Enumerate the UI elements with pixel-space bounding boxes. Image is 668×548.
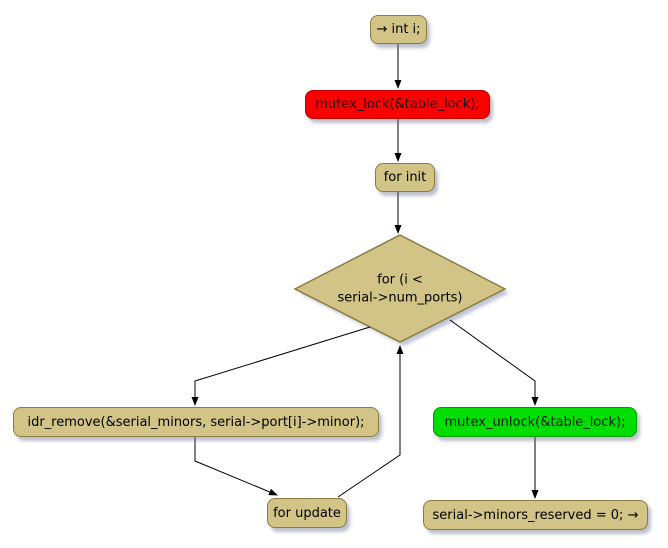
node-start: → int i; (370, 15, 427, 44)
arrow-loop-condition-to-idr-remove (191, 326, 371, 406)
node-idr-remove: idr_remove(&serial_minors, serial->port[… (13, 407, 379, 437)
node-mutex-unlock: mutex_unlock(&table_lock); (433, 407, 637, 437)
node-loop-condition-label: for (i < serial->num_ports) (337, 272, 463, 305)
node-minors-reserved: serial->minors_reserved = 0; → (423, 500, 648, 530)
arrow-idr-remove-to-for-update (194, 437, 278, 496)
arrow-loop-condition-to-mutex-unlock (449, 319, 539, 406)
node-for-init: for init (375, 163, 435, 192)
node-mutex-lock: mutex_lock(&table_lock); (305, 90, 490, 119)
arrow-for-update-to-loop-condition (337, 345, 404, 498)
node-for-update: for update (267, 498, 347, 528)
loop-condition-diamond-shape (293, 234, 507, 343)
